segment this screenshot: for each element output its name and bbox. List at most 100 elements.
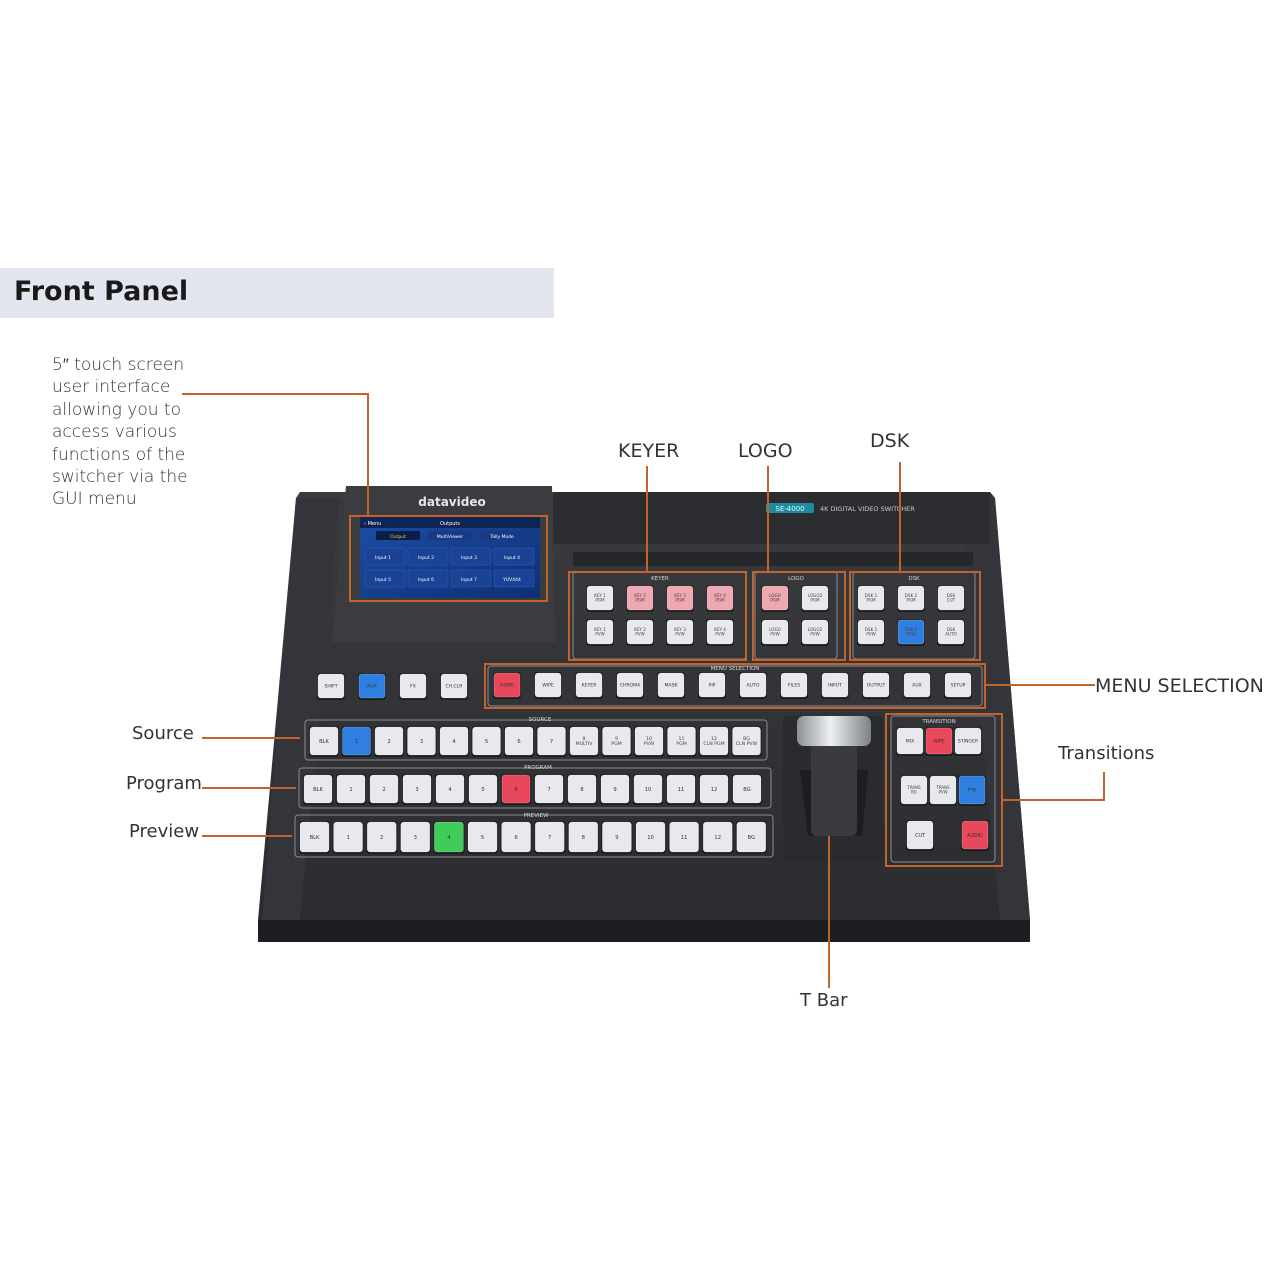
screen-cell[interactable]: [450, 569, 492, 588]
switcher-key[interactable]: [626, 619, 654, 645]
switcher-key[interactable]: [857, 585, 885, 611]
switcher-key[interactable]: [504, 726, 534, 756]
switcher-key[interactable]: [600, 774, 630, 804]
switcher-key[interactable]: [493, 672, 521, 698]
switcher-key[interactable]: [698, 672, 726, 698]
switcher-key[interactable]: [399, 673, 427, 699]
switcher-key[interactable]: [736, 821, 767, 853]
switcher-key[interactable]: [369, 774, 399, 804]
switcher-key[interactable]: [761, 619, 789, 645]
switcher-key[interactable]: [435, 774, 465, 804]
key-label: 12: [714, 835, 721, 841]
switcher-key[interactable]: [602, 726, 631, 756]
switcher-key[interactable]: [739, 672, 767, 698]
switcher-key[interactable]: [467, 821, 498, 853]
screen-cell[interactable]: [407, 547, 449, 566]
switcher-key[interactable]: [666, 619, 694, 645]
switcher-key[interactable]: [706, 585, 734, 611]
switcher-key[interactable]: [929, 775, 957, 805]
switcher-key[interactable]: [309, 726, 339, 756]
switcher-key[interactable]: [534, 672, 562, 698]
switcher-key[interactable]: [303, 774, 333, 804]
switcher-key[interactable]: [944, 672, 972, 698]
screen-tab[interactable]: [376, 531, 420, 540]
switcher-key[interactable]: [586, 619, 614, 645]
switcher-key[interactable]: [568, 821, 599, 853]
switcher-key[interactable]: [358, 673, 386, 699]
switcher-key[interactable]: [732, 726, 761, 756]
switcher-key[interactable]: [667, 726, 696, 756]
switcher-key[interactable]: [534, 821, 565, 853]
switcher-key[interactable]: [903, 672, 931, 698]
switcher-key[interactable]: [586, 585, 614, 611]
switcher-key[interactable]: [925, 727, 953, 755]
switcher-key[interactable]: [699, 726, 729, 756]
screen-cell[interactable]: [407, 569, 449, 588]
switcher-key[interactable]: [575, 672, 603, 698]
switcher-key[interactable]: [761, 585, 789, 611]
switcher-key[interactable]: [317, 673, 345, 699]
switcher-key[interactable]: [336, 774, 366, 804]
switcher-key[interactable]: [434, 821, 464, 853]
switcher-key[interactable]: [954, 727, 982, 755]
tbar-lever[interactable]: [811, 736, 857, 836]
switcher-key[interactable]: [402, 774, 432, 804]
switcher-key[interactable]: [537, 726, 566, 756]
switcher-key[interactable]: [657, 672, 685, 698]
switcher-key[interactable]: [633, 774, 663, 804]
screen-tab[interactable]: [480, 531, 524, 540]
screen-cell[interactable]: [364, 569, 406, 588]
switcher-key[interactable]: [569, 726, 599, 756]
switcher-key[interactable]: [567, 774, 597, 804]
switcher-key[interactable]: [897, 619, 925, 645]
switcher-key[interactable]: [706, 619, 734, 645]
switcher-key[interactable]: [732, 774, 762, 804]
screen-cell[interactable]: [450, 547, 492, 566]
switcher-key[interactable]: [472, 726, 501, 756]
switcher-key[interactable]: [699, 774, 729, 804]
switcher-key[interactable]: [366, 821, 397, 853]
switcher-key[interactable]: [400, 821, 431, 853]
switcher-key[interactable]: [440, 673, 468, 699]
switcher-key[interactable]: [342, 726, 371, 756]
screen-tab[interactable]: [428, 531, 472, 540]
switcher-key[interactable]: [862, 672, 890, 698]
switcher-key[interactable]: [333, 821, 363, 853]
switcher-key[interactable]: [407, 726, 436, 756]
switcher-key[interactable]: [616, 672, 644, 698]
switcher-key[interactable]: [896, 727, 924, 755]
screen-cell[interactable]: [493, 569, 535, 588]
switcher-key[interactable]: [801, 585, 829, 611]
switcher-key[interactable]: [626, 585, 654, 611]
switcher-key[interactable]: [602, 821, 632, 853]
switcher-key[interactable]: [634, 726, 664, 756]
switcher-key[interactable]: [906, 820, 934, 850]
screen-back[interactable]: ‹ Menu: [364, 521, 381, 527]
switcher-key[interactable]: [534, 774, 564, 804]
switcher-key[interactable]: [801, 619, 829, 645]
switcher-key[interactable]: [897, 585, 925, 611]
screen-cell[interactable]: [364, 547, 406, 566]
switcher-key[interactable]: [958, 775, 986, 805]
switcher-key[interactable]: [374, 726, 404, 756]
tbar-handle[interactable]: [797, 716, 871, 746]
switcher-key[interactable]: [821, 672, 849, 698]
switcher-key[interactable]: [937, 585, 965, 611]
screen-cell[interactable]: [493, 547, 535, 566]
switcher-key[interactable]: [780, 672, 808, 698]
switcher-key[interactable]: [439, 726, 469, 756]
switcher-key[interactable]: [666, 585, 694, 611]
switcher-key[interactable]: [669, 821, 699, 853]
switcher-key[interactable]: [468, 774, 498, 804]
switcher-key[interactable]: [299, 821, 330, 853]
switcher-key[interactable]: [702, 821, 733, 853]
switcher-key[interactable]: [501, 821, 531, 853]
switcher-key[interactable]: [900, 775, 928, 805]
switcher-key[interactable]: [857, 619, 885, 645]
switcher-key[interactable]: [666, 774, 696, 804]
switcher-key[interactable]: [501, 774, 531, 804]
switcher-key[interactable]: [635, 821, 666, 853]
switcher-key[interactable]: [961, 820, 989, 850]
switcher-key[interactable]: [937, 619, 965, 645]
